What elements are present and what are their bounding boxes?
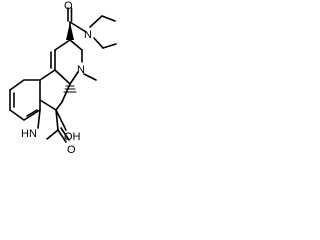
- ring-nitrogen-label: N: [77, 64, 85, 76]
- wedge-bond: [66, 22, 74, 40]
- hydroxyl-label: OH: [64, 131, 81, 143]
- carbonyl-oxygen-label: O: [64, 0, 73, 12]
- bond-lines: [9, 7, 117, 143]
- amide-nitrogen-label: N: [84, 29, 92, 41]
- lactam-nh-label: HN: [21, 128, 37, 140]
- hashed-wedge-bond: [63, 85, 77, 93]
- chemical-structure-diagram: O N N HN OH O: [9, 0, 117, 156]
- lactam-oxygen-label: O: [67, 144, 76, 156]
